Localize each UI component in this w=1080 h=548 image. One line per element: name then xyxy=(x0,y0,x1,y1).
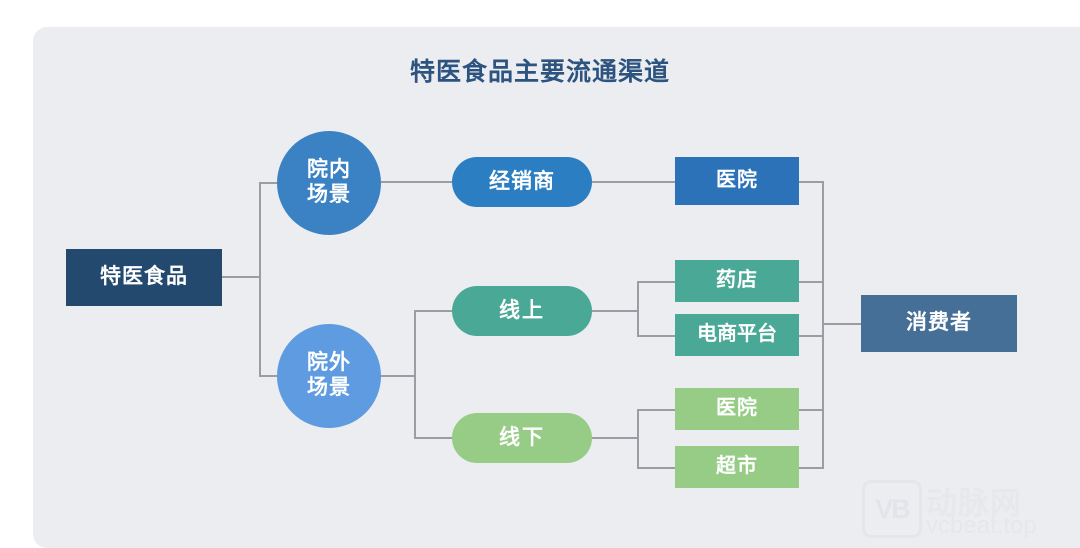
connector-bracket-to-online xyxy=(414,310,454,312)
connector-source-to-bracket xyxy=(222,276,260,278)
node-inside-scene-line1: 院内 xyxy=(307,158,351,182)
connector-ecommerce-to-spine xyxy=(799,335,824,337)
node-source[interactable]: 特医食品 xyxy=(66,249,222,306)
watermark: VB 动脉网 vcbeat.top xyxy=(862,478,1072,544)
vb-logo-icon: VB xyxy=(862,480,922,538)
connector-pharmacy-to-spine xyxy=(799,281,824,283)
node-online[interactable]: 线上 xyxy=(452,286,592,336)
connector-bracket-to-pharmacy xyxy=(637,281,677,283)
node-hospital-inside[interactable]: 医院 xyxy=(675,157,799,205)
connector-hospital2-to-spine xyxy=(799,409,824,411)
watermark-brand-en: vcbeat.top xyxy=(926,512,1037,539)
connector-spine-to-consumer xyxy=(822,323,862,325)
connector-supermarket-to-spine xyxy=(799,467,824,469)
connector-hospital1-to-spine xyxy=(799,181,824,183)
connector-bracket-to-offline xyxy=(414,437,454,439)
node-hospital-offline[interactable]: 医院 xyxy=(675,388,799,430)
connector-online-bracket-vertical xyxy=(637,281,639,336)
node-supermarket[interactable]: 超市 xyxy=(675,446,799,488)
page-title: 特医食品主要流通渠道 xyxy=(409,58,670,86)
connector-dealer-to-hospital xyxy=(592,181,677,183)
node-outside-scene-line2: 场景 xyxy=(307,376,351,399)
node-offline[interactable]: 线下 xyxy=(452,413,592,463)
connector-bracket-to-ecommerce xyxy=(637,335,677,337)
node-consumer[interactable]: 消费者 xyxy=(861,295,1017,352)
node-outside-scene-line1: 院外 xyxy=(307,351,351,375)
connector-offline-to-bracket xyxy=(592,437,638,439)
connector-bracket-to-hospital-offline xyxy=(637,409,677,411)
connector-bracket-left-vertical xyxy=(259,182,261,377)
node-ecommerce[interactable]: 电商平台 xyxy=(675,314,799,356)
node-dealer[interactable]: 经销商 xyxy=(452,157,592,207)
connector-bracket-to-inside xyxy=(259,182,279,184)
node-outside-scene[interactable]: 院外 场景 xyxy=(277,324,381,428)
connector-online-to-bracket xyxy=(592,310,638,312)
connector-offline-bracket-vertical xyxy=(637,409,639,467)
node-pharmacy[interactable]: 药店 xyxy=(675,260,799,302)
node-inside-scene[interactable]: 院内 场景 xyxy=(277,131,381,235)
watermark-brand-cn: 动脉网 xyxy=(926,486,1022,521)
connector-inside-to-dealer xyxy=(381,181,454,183)
node-inside-scene-line2: 场景 xyxy=(307,183,351,206)
connector-bracket-to-supermarket xyxy=(637,467,677,469)
connector-outside-to-bracket xyxy=(381,375,415,377)
connector-outside-bracket-vertical xyxy=(414,310,416,438)
connector-bracket-to-outside xyxy=(259,375,279,377)
